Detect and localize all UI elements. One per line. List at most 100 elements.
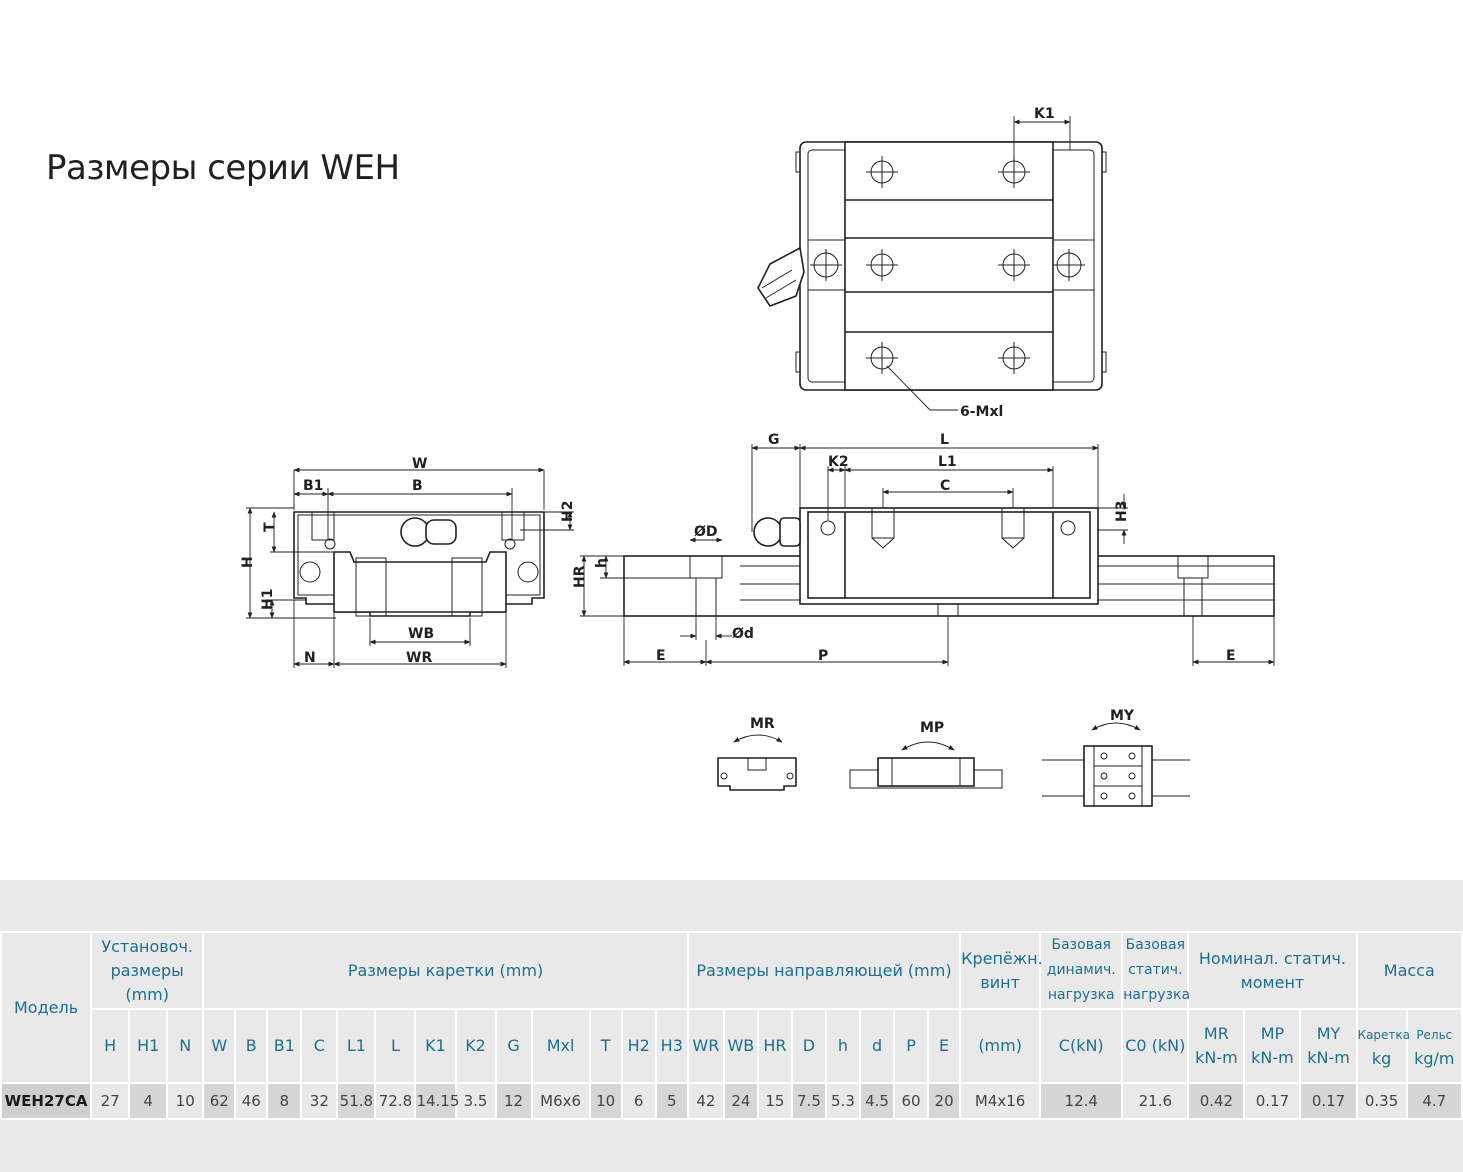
col-wr: WR [686,1008,725,1084]
label-h3: H3 [1114,501,1130,522]
moment-my-icon: MY [1042,708,1190,807]
col-b1: B1 [266,1008,303,1084]
cell-value: M6x6 [530,1082,591,1120]
cell-value: 15 [756,1082,793,1120]
header-mass: Масса [1355,931,1463,1010]
col-k2: K2 [454,1008,497,1084]
label-t: T [262,522,278,532]
col-mxl: Mxl [530,1008,591,1084]
cell-mp: 0.17 [1243,1082,1302,1120]
cell-bolt: M4x16 [959,1082,1042,1120]
svg-text:MP: MP [920,720,944,736]
label-w: W [412,456,427,472]
header-mount: Установоч. размеры (mm) [90,931,205,1010]
cell-model: WEH27CA [0,1082,93,1120]
header-model: Модель [0,931,93,1084]
top-view-drawing: K1 6-Mxl [757,106,1107,420]
cell-value: 24 [722,1082,759,1120]
col-w: W [202,1008,237,1084]
label-h: H [240,556,256,568]
cell-mass-block: 0.35 [1355,1082,1408,1120]
col-d-big: D [790,1008,827,1084]
cell-value: 10 [588,1082,623,1120]
cell-value: 27 [90,1082,131,1120]
svg-text:MR: MR [750,716,775,732]
label-l1: L1 [938,454,957,470]
label-wr: WR [406,650,432,666]
side-view-drawing: G L K2 L1 C H3 ØD Ød h HR [572,432,1275,666]
label-hr: HR [572,565,588,588]
col-n: N [166,1008,205,1084]
col-dyn-unit: C(kN) [1039,1008,1124,1084]
col-l1: L1 [336,1008,377,1084]
dimension-drawings: K1 6-Mxl W B1 B H [240,106,1275,807]
label-k1: K1 [1034,106,1055,122]
col-k1: K1 [414,1008,457,1084]
col-hr: HR [756,1008,793,1084]
col-h-small: h [824,1008,862,1084]
label-wb: WB [408,626,434,642]
cell-value: 12 [494,1082,533,1120]
cell-value: 6 [620,1082,657,1120]
label-h2: H2 [560,501,576,522]
cell-value: 42 [686,1082,725,1120]
cell-stat: 21.6 [1121,1082,1190,1120]
cell-value: 5 [654,1082,689,1120]
cell-value: 4.5 [858,1082,896,1120]
col-l: L [374,1008,417,1084]
header-stat-load: Базовая статич. нагрузка [1121,931,1190,1010]
label-e-left: E [656,648,666,664]
header-moment: Номинал. статич. момент [1187,931,1358,1010]
specifications-table: Модель Установоч. размеры (mm) Размеры к… [0,931,1463,1120]
header-rail: Размеры направляющей (mm) [686,931,962,1010]
label-g: G [768,432,780,448]
cell-value: 51.8 [336,1082,377,1120]
col-d-small: d [858,1008,896,1084]
label-n: N [304,650,316,666]
label-b: B [412,478,423,494]
cell-value: 5.3 [824,1082,862,1120]
label-h-small: h [594,558,610,568]
col-g: G [494,1008,533,1084]
cell-value: 60 [893,1082,930,1120]
cell-value: 72.8 [374,1082,417,1120]
page-title: Размеры серии WEH [46,148,400,188]
cell-mr: 0.42 [1187,1082,1246,1120]
table-row: WEH27CA 27 4 10 62 46 8 32 51.8 72.8 14.… [0,1082,1463,1120]
col-b: B [234,1008,269,1084]
col-p: P [893,1008,930,1084]
moment-mp-icon: MP [849,720,1003,789]
label-b1: B1 [303,478,323,494]
col-t: T [588,1008,623,1084]
header-dyn-load: Базовая динамич. нагрузка [1039,931,1124,1010]
cell-dyn: 12.4 [1039,1082,1124,1120]
header-bolt: Крепёжн. винт [959,931,1043,1010]
label-p: P [818,648,828,664]
front-view-drawing: W B1 B H T H1 H2 WB N WR [240,456,576,668]
col-stat-unit: C0 (kN) [1121,1008,1190,1084]
cell-value: 4 [128,1082,169,1120]
col-bolt-unit: (mm) [959,1008,1042,1084]
label-k2: K2 [828,454,849,470]
header-block: Размеры каретки (mm) [202,931,689,1010]
cell-mass-rail: 4.7 [1405,1082,1463,1120]
label-l: L [940,432,949,448]
moment-mr-icon: MR [717,716,797,791]
label-od-big: ØD [694,524,718,540]
cell-value: 32 [300,1082,339,1120]
label-e-right: E [1226,648,1236,664]
cell-value: 20 [927,1082,962,1120]
cell-value: 7.5 [790,1082,827,1120]
col-wb: WB [722,1008,759,1084]
col-h3: H3 [654,1008,689,1084]
label-od-small: Ød [732,626,754,642]
label-h1: H1 [260,589,276,610]
cell-value: 8 [266,1082,303,1120]
col-h2: H2 [620,1008,657,1084]
col-e: E [927,1008,962,1084]
